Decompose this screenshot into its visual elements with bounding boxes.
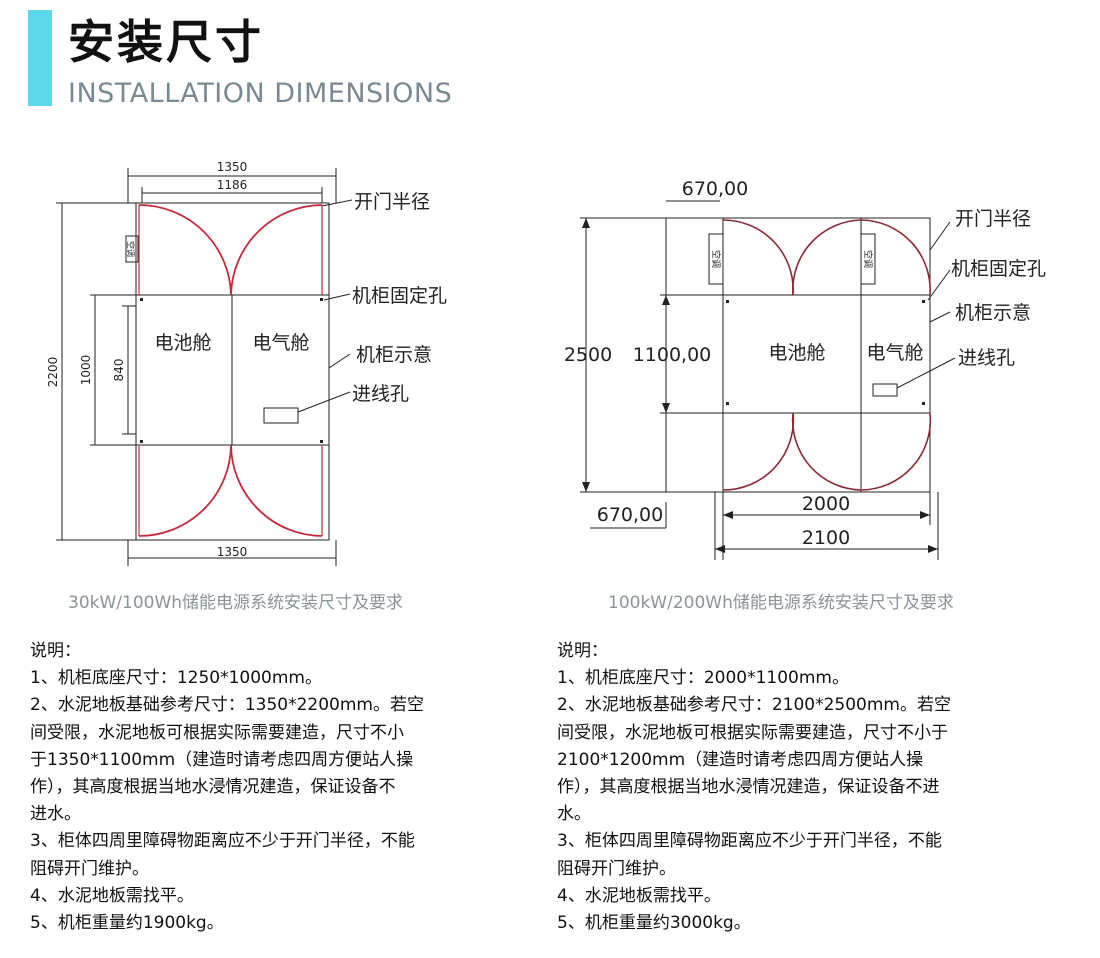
right-ac-label-2: 空调 (862, 250, 874, 268)
note-line: 阻碍开门维护。 (30, 858, 149, 879)
note-line: 2、水泥地板基础参考尺寸：1350*2200mm。若空 (30, 695, 424, 716)
right-dim-2100: 2100 (802, 527, 850, 549)
left-ac-label: 空调 (126, 241, 136, 257)
left-battery-label: 电池舱 (154, 332, 211, 354)
right-callout-inlet: 进线孔 (958, 347, 1015, 369)
note-line: 于1350*1100mm（建造时请考虑四周方便站人操 (30, 749, 414, 770)
note-line: 4、水泥地板需找平。 (557, 885, 721, 906)
note-line: 1、机柜底座尺寸：1250*1000mm。 (30, 668, 322, 689)
right-drawing: 670,00 2500 1100,00 670,00 2000 2100 电池舱… (564, 178, 1046, 560)
note-line: 5、机柜重量约3000kg。 (557, 913, 751, 934)
note-line: 说明： (30, 641, 81, 661)
right-battery-label: 电池舱 (768, 342, 825, 364)
note-line: 2、水泥地板基础参考尺寸：2100*2500mm。若空 (557, 695, 951, 716)
note-line: 3、柜体四周里障碍物距离应不少于开门半径，不能 (30, 831, 415, 852)
right-callout-fix: 机柜固定孔 (951, 258, 1046, 280)
page-title: 安装尺寸 (68, 15, 264, 69)
right-dim-middle: 1100,00 (633, 344, 712, 366)
note-line: 水。 (557, 804, 591, 825)
right-dim-bottom: 670,00 (597, 504, 663, 526)
right-callout-cabinet: 机柜示意 (955, 302, 1031, 324)
left-electrical-label: 电气舱 (252, 332, 309, 354)
note-line: 4、水泥地板需找平。 (30, 885, 194, 906)
left-dim-top: 1350 (217, 160, 248, 174)
note-line: 5、机柜重量约1900kg。 (30, 913, 224, 934)
left-callout-fix: 机柜固定孔 (352, 285, 447, 307)
note-line: 2100*1200mm（建造时请考虑四周方便站人操 (557, 749, 924, 770)
left-notes: 说明： 1、机柜底座尺寸：1250*1000mm。 2、水泥地板基础参考尺寸：1… (30, 638, 424, 937)
right-electrical-label: 电气舱 (866, 342, 923, 364)
note-line: 作），其高度根据当地水浸情况建造，保证设备不进 (557, 777, 940, 798)
right-callout-door: 开门半径 (955, 208, 1031, 230)
left-callout-inlet: 进线孔 (352, 383, 409, 405)
note-line: 间受限，水泥地板可根据实际需要建造，尺寸不小 (30, 722, 404, 743)
left-dim-840: 840 (112, 359, 126, 382)
right-caption: 100kW/200Wh储能电源系统安装尺寸及要求 (608, 593, 954, 613)
note-line: 1、机柜底座尺寸：2000*1100mm。 (557, 668, 849, 689)
page-subtitle: INSTALLATION DIMENSIONS (68, 78, 453, 109)
note-line: 进水。 (30, 804, 81, 825)
right-notes: 说明： 1、机柜底座尺寸：2000*1100mm。 2、水泥地板基础参考尺寸：2… (557, 638, 951, 937)
note-line: 3、柜体四周里障碍物距离应不少于开门半径，不能 (557, 831, 942, 852)
left-dim-bottom: 1350 (217, 545, 248, 559)
left-caption: 30kW/100Wh储能电源系统安装尺寸及要求 (68, 593, 404, 613)
note-line: 间受限，水泥地板可根据实际需要建造，尺寸不小于 (557, 722, 948, 743)
left-dim-height: 2200 (46, 357, 60, 388)
note-line: 作），其高度根据当地水浸情况建造，保证设备不 (30, 777, 396, 798)
right-dim-2000: 2000 (802, 493, 850, 515)
left-callout-door: 开门半径 (354, 191, 430, 213)
right-dim-top: 670,00 (682, 178, 748, 200)
note-line: 阻碍开门维护。 (557, 858, 676, 879)
right-dim-height: 2500 (564, 344, 612, 366)
left-callout-cabinet: 机柜示意 (356, 344, 432, 366)
left-dim-1000: 1000 (79, 355, 93, 386)
right-ac-label-1: 空调 (710, 250, 722, 268)
note-line: 说明： (557, 641, 608, 661)
left-drawing: 1350 1186 1350 2200 1000 840 空调 电池舱 电气舱 … (46, 160, 447, 566)
accent-bar (28, 10, 52, 106)
left-dim-inner: 1186 (217, 178, 248, 192)
